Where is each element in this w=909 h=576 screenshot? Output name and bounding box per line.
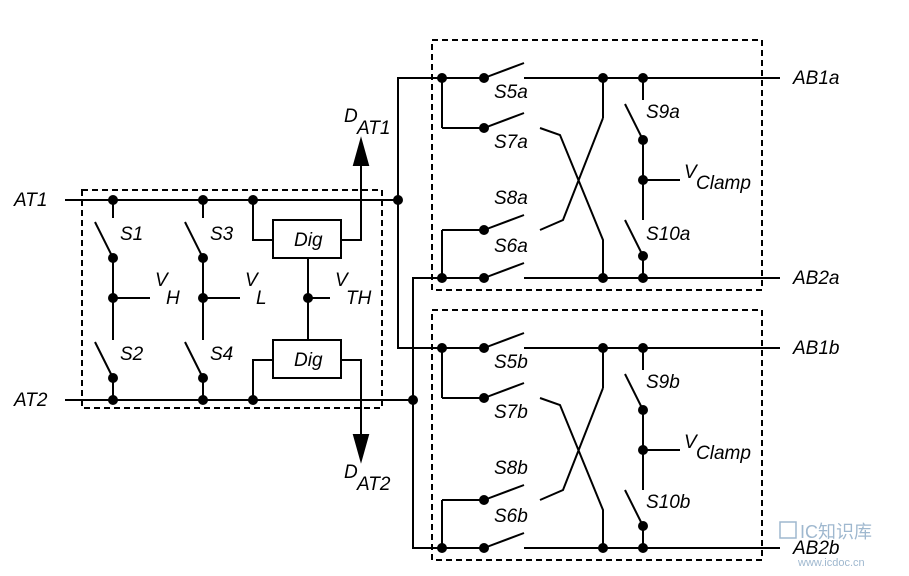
switch-s6a-label: S6a <box>494 236 528 257</box>
switch-s3 <box>184 221 204 259</box>
vh-main-label: V <box>155 270 170 291</box>
watermark-logo-icon <box>779 521 797 539</box>
dig-bottom-label: Dig <box>294 350 323 371</box>
vth-main-label: V <box>335 270 350 291</box>
switch-s5a <box>483 62 525 79</box>
switch-s3-label: S3 <box>210 224 234 245</box>
vclamp-a-sub-label: Clamp <box>696 173 751 194</box>
dat1-main-label: D <box>344 106 358 127</box>
watermark: IC知识库 www.icdoc.cn <box>779 521 872 569</box>
switch-s8a-label: S8a <box>494 188 528 209</box>
vth-sub-label: TH <box>346 288 372 309</box>
port-at1-label: AT1 <box>13 190 47 211</box>
watermark-url: www.icdoc.cn <box>797 557 865 569</box>
switch-s6b-label: S6b <box>494 506 528 527</box>
switch-s5b-label: S5b <box>494 352 528 373</box>
switch-s9a-label: S9a <box>646 102 680 123</box>
junction-dots <box>108 73 648 553</box>
switch-s7a <box>483 112 525 129</box>
dat2-sub-label: AT2 <box>356 474 391 495</box>
switch-s8a <box>483 214 525 231</box>
port-ab1b-label: AB1b <box>792 338 839 359</box>
switch-s4-label: S4 <box>210 344 233 365</box>
port-ab2b-label: AB2b <box>792 538 839 559</box>
vl-main-label: V <box>245 270 260 291</box>
switch-s9b-label: S9b <box>646 372 680 393</box>
switch-s2 <box>94 341 114 379</box>
switch-s9b <box>624 373 644 411</box>
switch-s10a <box>624 219 644 257</box>
switch-s8b <box>483 484 525 501</box>
dig-top-label: Dig <box>294 230 323 251</box>
port-at2-label: AT2 <box>13 390 48 411</box>
switch-s8b-label: S8b <box>494 458 528 479</box>
switch-s10b-label: S10b <box>646 492 690 513</box>
switch-s6a <box>483 262 525 279</box>
switch-s1 <box>94 221 114 259</box>
port-ab2a-label: AB2a <box>792 268 839 289</box>
switch-s6b <box>483 532 525 549</box>
switch-s10b <box>624 489 644 527</box>
dat2-arrow <box>352 434 370 464</box>
switch-s10a-label: S10a <box>646 224 690 245</box>
module-b-box <box>431 309 763 561</box>
vl-sub-label: L <box>256 288 267 309</box>
switch-s5b <box>483 332 525 349</box>
vclamp-b-main-label: V <box>684 432 699 453</box>
switch-s2-label: S2 <box>120 344 144 365</box>
port-ab1a-label: AB1a <box>792 68 839 89</box>
dat1-sub-label: AT1 <box>356 118 390 139</box>
vclamp-b-sub-label: Clamp <box>696 443 751 464</box>
vh-sub-label: H <box>166 288 180 309</box>
module-a-box <box>431 39 763 291</box>
switch-s7b-label: S7b <box>494 402 528 423</box>
dat1-arrow <box>352 136 370 166</box>
switch-s7b <box>483 382 525 399</box>
switch-s9a <box>624 103 644 141</box>
watermark-logo-text: IC知识库 <box>800 522 872 542</box>
input-module-box <box>81 189 383 409</box>
labels: AT1 AT2 S1 S2 S3 S4 Dig Dig V H V L V TH… <box>13 68 839 559</box>
switch-s1-label: S1 <box>120 224 143 245</box>
dat2-main-label: D <box>344 462 358 483</box>
switch-s4 <box>184 341 204 379</box>
switch-s5a-label: S5a <box>494 82 528 103</box>
vclamp-a-main-label: V <box>684 162 699 183</box>
switch-s7a-label: S7a <box>494 132 528 153</box>
